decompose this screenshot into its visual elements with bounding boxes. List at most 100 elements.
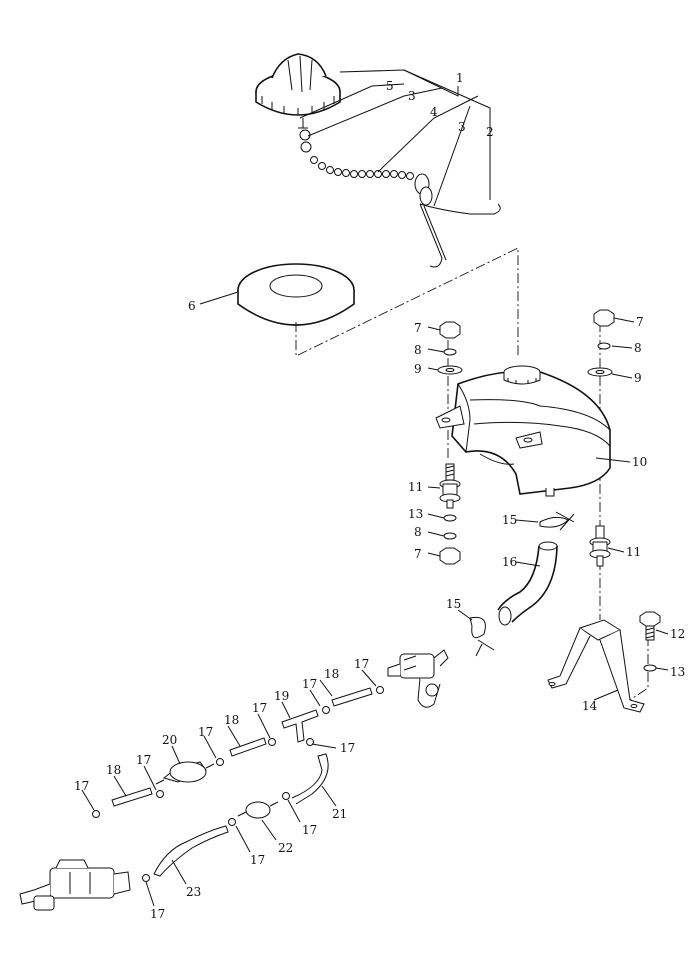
- leader-9a: [427, 367, 439, 371]
- label-4: 4: [430, 105, 438, 119]
- label-23: 23: [186, 885, 201, 899]
- leader-20: [171, 745, 181, 765]
- leader-14: [593, 689, 619, 701]
- leader-13a: [427, 513, 445, 519]
- label-17j: 17: [150, 907, 165, 921]
- leader-18b: [227, 725, 241, 747]
- leader-17f: [143, 765, 157, 791]
- label-17h: 17: [302, 823, 317, 837]
- leader-12: [655, 629, 669, 635]
- leader-11a: [427, 486, 441, 489]
- leader-17e: [203, 735, 217, 759]
- hose-clip-upper: [539, 511, 575, 531]
- leader-8a: [427, 348, 445, 353]
- label-9a: 9: [414, 362, 422, 376]
- leader-4: [377, 95, 479, 173]
- label-20: 20: [162, 733, 177, 747]
- label-17f: 17: [136, 753, 151, 767]
- leader-5: [299, 83, 405, 119]
- leader-3a: [307, 87, 443, 137]
- leader-17j: [145, 881, 155, 907]
- label-18a: 18: [324, 667, 339, 681]
- label-17g: 17: [74, 779, 89, 793]
- leader-2: [339, 69, 491, 200]
- leader-17g: [81, 789, 95, 811]
- leader-16: [515, 561, 541, 567]
- label-9b: 9: [634, 371, 642, 385]
- label-7a: 7: [414, 321, 422, 335]
- label-3a: 3: [408, 89, 416, 103]
- label-5: 5: [386, 79, 394, 93]
- label-7b: 7: [414, 547, 422, 561]
- label-22: 22: [278, 841, 293, 855]
- label-8b: 8: [414, 525, 422, 539]
- leader-9b: [611, 373, 633, 379]
- leader-18c: [113, 775, 127, 797]
- leader-7b: [427, 552, 441, 557]
- label-19: 19: [274, 689, 289, 703]
- leader-15a: [515, 519, 539, 523]
- label-15a: 15: [502, 513, 517, 527]
- label-17d: 17: [252, 701, 267, 715]
- label-18b: 18: [224, 713, 239, 727]
- label-13a: 13: [408, 507, 423, 521]
- leader-1: [403, 69, 459, 97]
- left-hardware: [437, 321, 463, 565]
- label-17i: 17: [250, 853, 265, 867]
- label-7c: 7: [636, 315, 644, 329]
- label-17e: 17: [198, 725, 213, 739]
- label-14: 14: [582, 699, 598, 713]
- retainer-wire: [419, 203, 501, 268]
- leader-13b: [655, 667, 669, 671]
- leader-21: [321, 785, 337, 807]
- label-8a: 8: [414, 343, 422, 357]
- leader-17d: [257, 713, 271, 739]
- label-13b: 13: [670, 665, 685, 679]
- leader-17c: [311, 743, 337, 749]
- sealing-ring: [237, 263, 355, 326]
- leader-7c: [613, 317, 635, 323]
- label-12: 12: [670, 627, 685, 641]
- carburetor: [19, 859, 131, 911]
- label-8c: 8: [634, 341, 642, 355]
- label-1: 1: [456, 71, 464, 85]
- label-2: 2: [486, 125, 494, 139]
- hose-16: [497, 541, 558, 626]
- leader-22: [261, 819, 277, 841]
- label-17b: 17: [302, 677, 317, 691]
- leader-19: [281, 701, 291, 719]
- leader-8b: [427, 531, 445, 537]
- label-21: 21: [332, 807, 347, 821]
- washer-13b: [643, 664, 657, 672]
- label-11a: 11: [408, 480, 423, 494]
- fuel-tank: [435, 365, 611, 497]
- bolt-12: [639, 611, 661, 641]
- leader-3b: [433, 105, 471, 207]
- label-18c: 18: [106, 763, 121, 777]
- leader-23: [171, 859, 187, 885]
- leader-6: [199, 291, 239, 305]
- label-17a: 17: [354, 657, 369, 671]
- leader-10: [595, 457, 631, 463]
- fuel-lines: [92, 686, 384, 882]
- leader-17i: [235, 825, 251, 853]
- label-11b: 11: [626, 545, 641, 559]
- leader-17h: [287, 799, 301, 823]
- leader-15b: [457, 609, 473, 621]
- label-15b: 15: [446, 597, 461, 611]
- leader-17a: [361, 669, 377, 687]
- leader-11b: [607, 547, 625, 553]
- hose-clip-lower: [469, 616, 495, 657]
- fuel-valve: [387, 649, 449, 708]
- alignment-line-filler: [295, 247, 519, 357]
- tank-bracket: [547, 619, 645, 713]
- label-10: 10: [632, 455, 647, 469]
- label-16: 16: [502, 555, 517, 569]
- leader-7a: [427, 326, 441, 331]
- right-hardware: [587, 309, 615, 567]
- label-3b: 3: [458, 120, 466, 134]
- cap-chain: [298, 118, 433, 206]
- label-6: 6: [188, 299, 196, 313]
